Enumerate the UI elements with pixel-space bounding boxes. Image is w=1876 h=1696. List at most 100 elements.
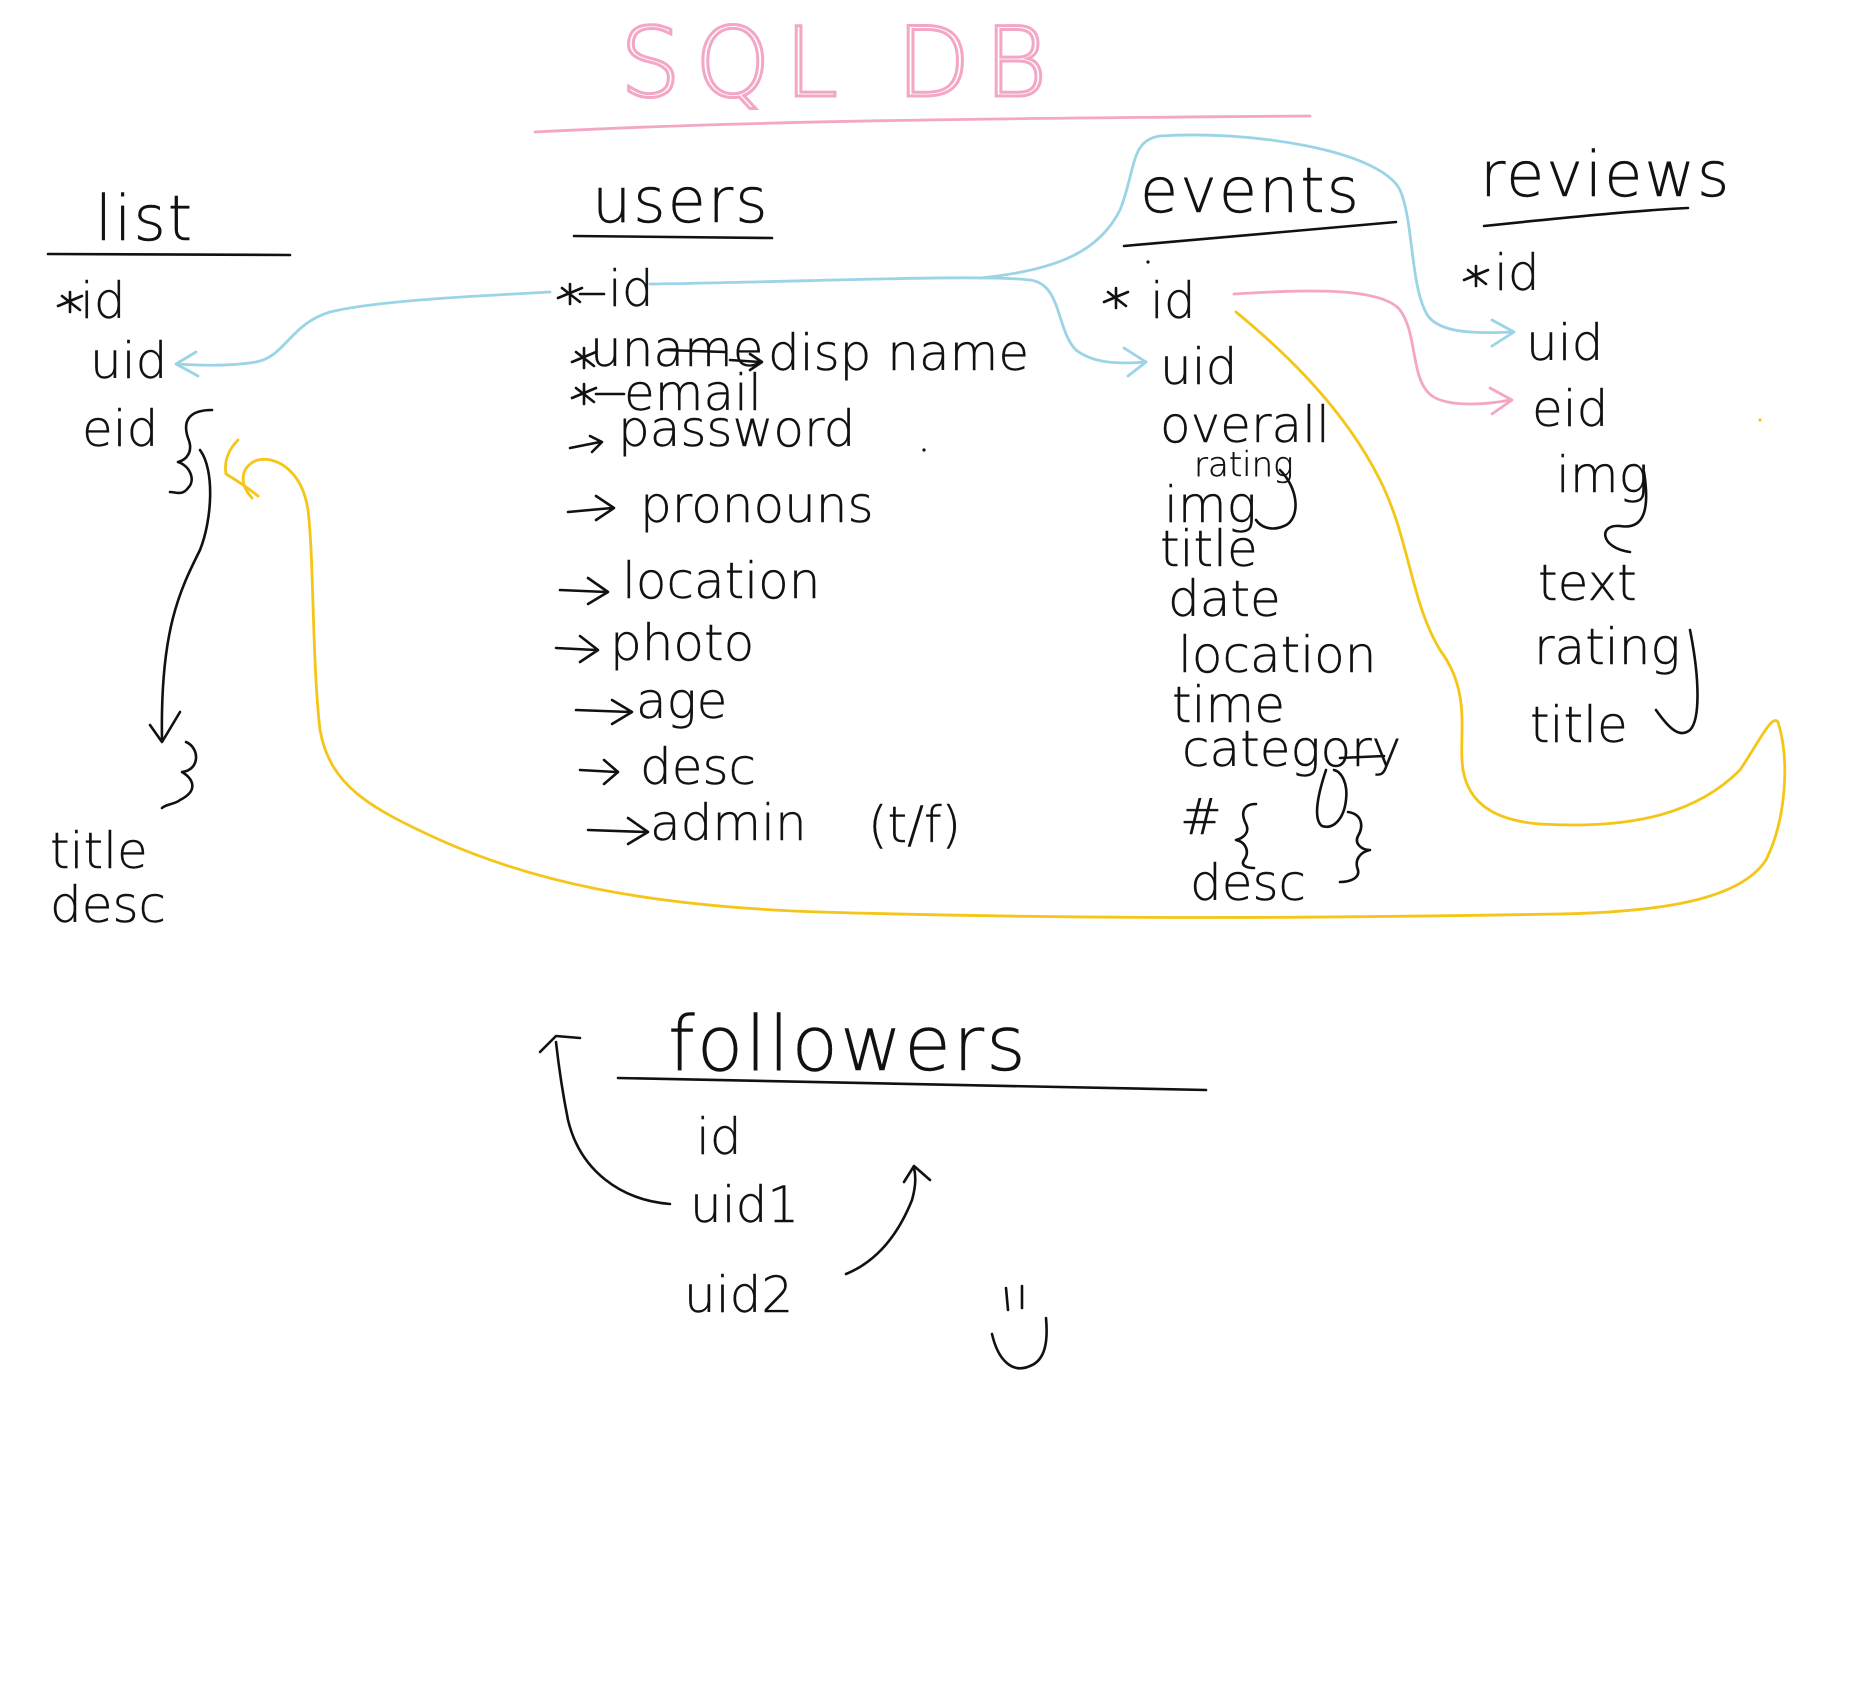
arrow-icon (1490, 318, 1516, 348)
arrow-icon (586, 816, 650, 846)
arrow-icon (902, 1164, 932, 1184)
link-users-id-to-events-uid (648, 276, 1148, 365)
list-field-eid: eid (82, 400, 158, 458)
arrow-icon (224, 438, 260, 498)
reviews-img-brace (1603, 470, 1648, 554)
arrow-icon (574, 698, 634, 726)
events-field-id: id (1150, 272, 1196, 330)
reviews-field-rating: rating (1534, 618, 1680, 676)
list-eid-arrow-line (160, 448, 212, 742)
table-list: list id uid eid title desc (46, 182, 292, 934)
table-underline-events (1122, 220, 1398, 248)
smiley-icon (990, 1284, 1048, 1370)
users-field-password: password (618, 400, 855, 458)
uid1-arrow-line (554, 1040, 672, 1206)
arrow-icon (568, 434, 604, 454)
reviews-field-title: title (1530, 696, 1628, 754)
users-field-email: email (624, 364, 762, 422)
followers-field-uid1: uid1 (690, 1176, 799, 1234)
users-field-uname: uname (590, 320, 764, 378)
users-field-desc: desc (640, 738, 756, 796)
users-field-admin: admin (650, 794, 807, 852)
star-icon (556, 282, 584, 306)
links-blue (174, 133, 1516, 378)
star-icon (56, 290, 84, 314)
arrow-icon (728, 352, 764, 372)
users-field-age: age (636, 672, 727, 730)
table-underline-reviews (1482, 206, 1690, 228)
list-title-brace (160, 740, 198, 810)
events-field-uid: uid (1160, 338, 1237, 396)
table-title-followers: followers (668, 999, 1028, 1088)
events-count-brace-left (1234, 802, 1258, 870)
events-rating-brace (1254, 468, 1297, 530)
link-users-id-to-reviews-uid (978, 133, 1514, 335)
stray-dot (1146, 260, 1150, 264)
events-field-rating: rating (1194, 445, 1294, 485)
arrow-icon (174, 350, 200, 378)
list-field-id: id (80, 272, 126, 330)
events-field-category: category (1182, 720, 1401, 778)
events-field-date: date (1168, 570, 1281, 628)
events-field-location: location (1178, 626, 1376, 684)
arrow-icon (538, 1034, 582, 1054)
star-icon (570, 346, 598, 370)
list-field-title: title (50, 822, 148, 880)
users-field-id: id (608, 260, 654, 318)
table-users: users id uname disp name email password … (554, 164, 1029, 854)
category-underline (1338, 754, 1386, 760)
reviews-field-img: img (1556, 446, 1649, 504)
link-events-id-to-list-eid (241, 310, 1787, 919)
uname-underline (663, 348, 727, 354)
title-underline (533, 114, 1312, 134)
reviews-title-brace (1654, 628, 1699, 735)
table-underline-list (46, 252, 292, 257)
reviews-field-text: text (1538, 554, 1637, 612)
table-title-users: users (592, 164, 770, 237)
users-field-pronouns: pronouns (640, 476, 874, 534)
links-pink (1232, 289, 1514, 416)
events-field-title: title (1160, 520, 1258, 578)
reviews-field-eid: eid (1532, 380, 1608, 438)
events-field-time: time (1172, 676, 1285, 734)
arrow-icon (1488, 386, 1514, 416)
links-yellow (224, 310, 1787, 919)
star-icon (1462, 264, 1490, 288)
stray-dot (1758, 418, 1762, 422)
reviews-field-id: id (1494, 244, 1540, 302)
star-icon (570, 382, 598, 406)
arrow-icon (148, 710, 182, 744)
users-field-disp-name: disp name (768, 324, 1029, 382)
table-title-events: events (1140, 154, 1361, 227)
events-field-img: img (1164, 476, 1257, 534)
star-icon (1102, 286, 1130, 310)
events-category-loop (1315, 768, 1348, 829)
events-field-count: # (1180, 788, 1222, 846)
list-field-uid: uid (90, 332, 167, 390)
events-field-overall: overall (1160, 396, 1330, 454)
link-events-id-to-reviews-eid (1232, 289, 1512, 406)
arrow-icon (566, 494, 616, 522)
arrow-icon (1122, 346, 1148, 378)
events-count-brace-right (1338, 810, 1372, 884)
table-followers: followers id uid1 uid2 (538, 999, 1208, 1370)
arrow-icon (554, 634, 600, 664)
link-users-id-to-list-uid (174, 290, 552, 367)
followers-field-uid2: uid2 (684, 1266, 793, 1324)
table-underline-followers (616, 1076, 1208, 1092)
table-reviews: reviews id uid eid img text rating title (1462, 138, 1731, 754)
table-underline-users (572, 234, 774, 240)
table-title-list: list (95, 182, 194, 255)
stray-dot (922, 448, 926, 452)
table-events: events id uid overall rating img title d… (1102, 154, 1401, 912)
users-field-admin-type: (t/f) (868, 796, 961, 854)
uid2-arrow-line (844, 1166, 917, 1276)
arrow-icon (578, 758, 620, 786)
table-title-reviews: reviews (1480, 138, 1731, 211)
followers-field-id: id (696, 1108, 742, 1166)
arrow-icon (558, 576, 610, 606)
diagram-title: SQL DB (620, 7, 1061, 119)
list-field-desc: desc (50, 876, 166, 934)
events-field-desc: desc (1190, 854, 1306, 912)
